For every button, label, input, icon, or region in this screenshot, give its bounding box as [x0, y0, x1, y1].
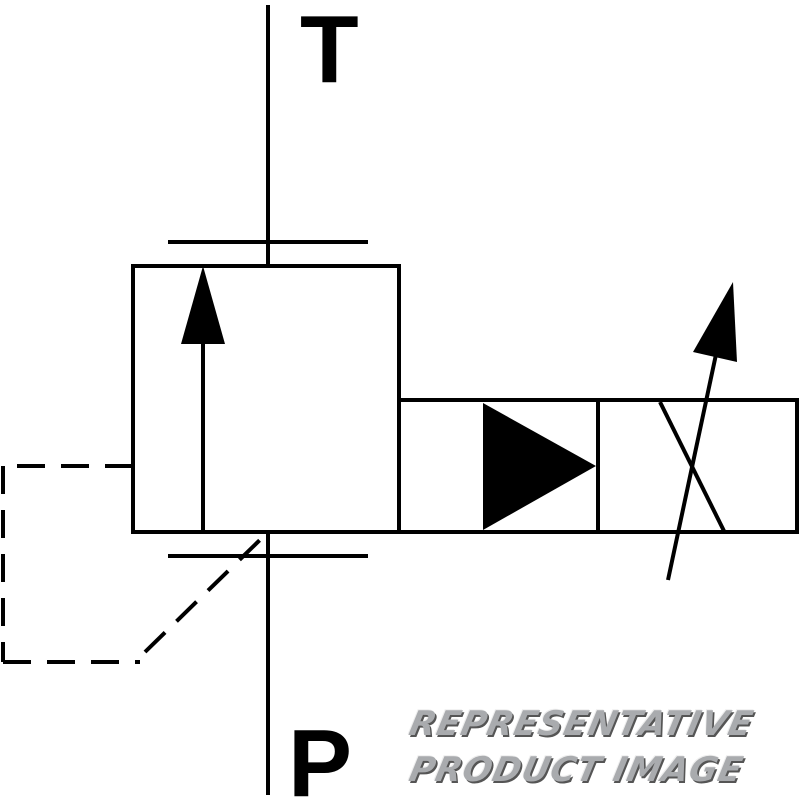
- valve-box: [131, 264, 401, 534]
- port-label-t: T: [300, 0, 359, 103]
- watermark-line2: PRODUCT IMAGE: [405, 750, 748, 790]
- pilot-drain-line: [1, 464, 267, 664]
- variable-arrow-shaft: [666, 344, 720, 581]
- variable-arrow-head-icon: [693, 282, 737, 362]
- flow-arrow-head-icon: [181, 266, 225, 344]
- port-label-p: P: [288, 710, 352, 800]
- solenoid-triangle-icon: [483, 403, 596, 530]
- watermark-line1: REPRESENTATIVE: [405, 704, 758, 744]
